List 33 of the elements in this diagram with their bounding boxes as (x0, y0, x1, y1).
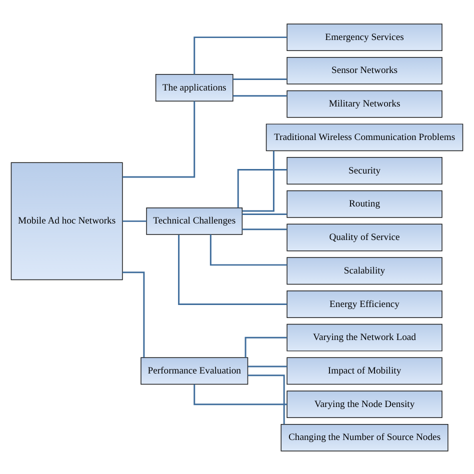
connector (194, 384, 287, 405)
node-box: Mobile Ad hoc Networks (10, 162, 123, 280)
connector (242, 213, 287, 215)
node-box: Security (286, 156, 442, 184)
connector (242, 150, 274, 212)
node-box: Energy Efficiency (286, 290, 442, 318)
connector (122, 271, 145, 357)
connector (237, 168, 287, 208)
connector (122, 100, 196, 178)
node-box: Changing the Number of Source Nodes (280, 423, 448, 451)
node-box: Routing (286, 190, 442, 218)
connector (232, 94, 287, 96)
node-box: Performance Evaluation (140, 356, 248, 384)
node-box: Quality of Service (286, 223, 442, 251)
node-box: Scalability (286, 256, 442, 284)
node-box: Sensor Networks (286, 56, 442, 84)
node-box: The applications (155, 74, 234, 101)
node-box: Emergency Services (286, 23, 442, 51)
connector (248, 374, 285, 424)
connector (242, 228, 287, 230)
node-box: Traditional Wireless Communication Problems (266, 123, 464, 151)
node-box: Technical Challenges (146, 206, 243, 234)
connector (194, 36, 287, 74)
connector (244, 336, 287, 358)
node-box: Impact of Mobility (286, 356, 442, 384)
connector (122, 220, 147, 222)
node-box: Varying the Network Load (286, 323, 442, 351)
connector (210, 234, 287, 266)
connector (232, 78, 287, 80)
node-box: Varying the Node Density (286, 390, 442, 418)
connector (178, 234, 287, 304)
node-box: Military Networks (286, 90, 442, 118)
connector (248, 365, 287, 367)
